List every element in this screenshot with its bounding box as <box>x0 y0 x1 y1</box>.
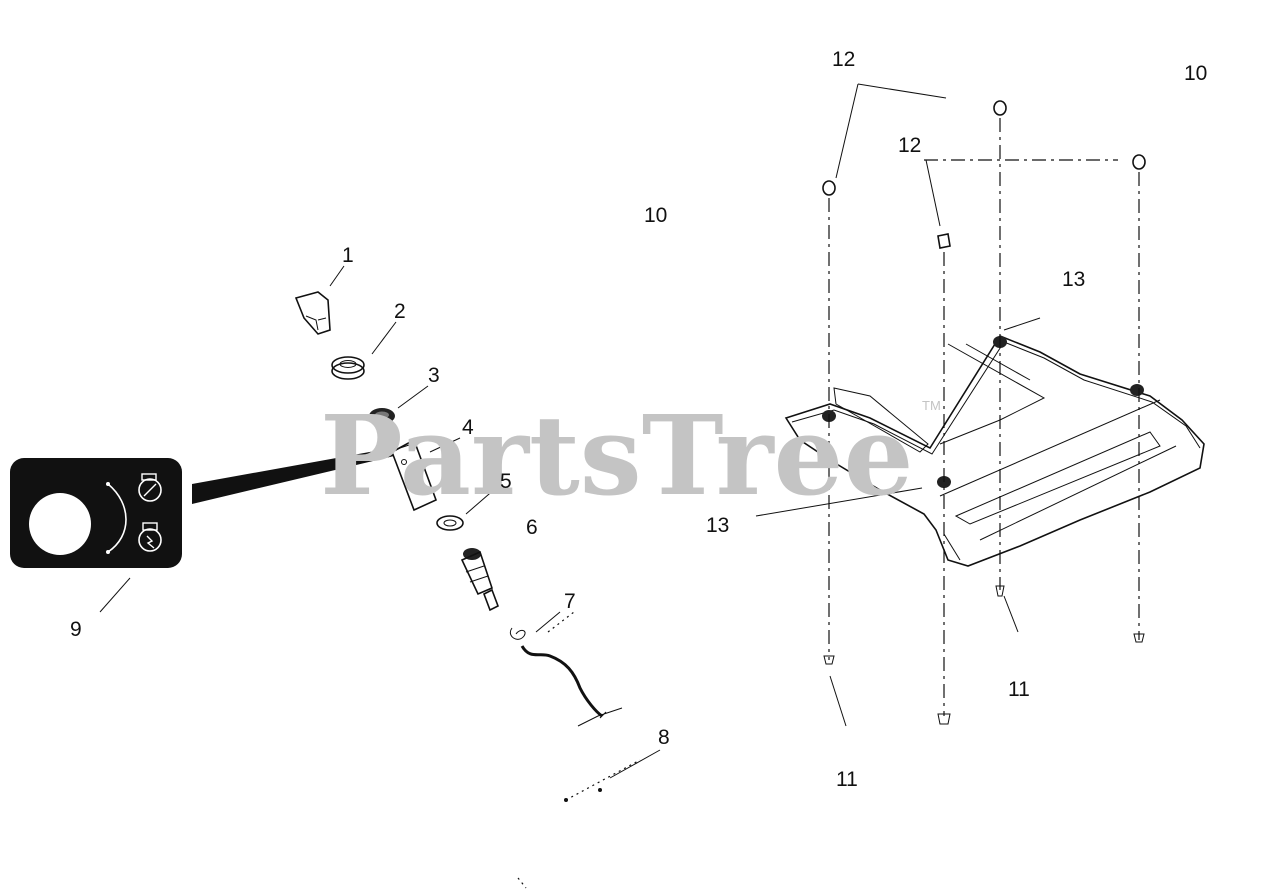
callout-11b: 11 <box>1008 678 1030 701</box>
callout-5: 5 <box>500 470 512 493</box>
bracket-part-4 <box>391 438 438 512</box>
callout-4: 4 <box>462 416 474 439</box>
callout-12b: 12 <box>898 134 921 157</box>
key-part-1 <box>294 291 331 335</box>
engine-start-icon <box>138 522 162 552</box>
callout-2: 2 <box>394 300 406 323</box>
callout-6: 6 <box>526 516 538 539</box>
bolt-part-11 <box>823 585 1145 725</box>
callout-12a: 12 <box>832 48 855 71</box>
callout-1: 1 <box>342 244 354 267</box>
callout-10b: 10 <box>1184 62 1207 85</box>
bezel-ring-part-2 <box>331 356 365 380</box>
callout-13a: 13 <box>1062 268 1085 291</box>
watermark-trademark: TM <box>922 398 941 413</box>
ignition-switch-part-6 <box>460 548 500 612</box>
watermark-brand: PartsTree <box>320 391 914 520</box>
leader-lines-left <box>99 265 661 779</box>
callout-3: 3 <box>428 364 440 387</box>
assembly-centerlines <box>828 118 1140 716</box>
ignition-decal-part-9 <box>10 448 394 568</box>
screw-part-12 <box>822 100 1146 249</box>
harness-end-part-8 <box>517 759 641 889</box>
decal-pointer <box>192 448 394 504</box>
callout-13b: 13 <box>706 514 729 537</box>
callout-10a: 10 <box>644 204 667 227</box>
callout-8: 8 <box>658 726 670 749</box>
wire-harness-part-7 <box>510 611 623 727</box>
nut-part-3 <box>369 408 395 424</box>
washer-part-5 <box>436 515 464 531</box>
dash-panel-part-10 <box>784 335 1205 567</box>
ignition-decal-icon <box>29 493 91 555</box>
engine-off-icon <box>138 473 162 502</box>
leader-lines-right <box>755 83 1041 727</box>
callout-7: 7 <box>564 590 576 613</box>
callout-9: 9 <box>70 618 82 641</box>
callout-11a: 11 <box>836 768 858 791</box>
